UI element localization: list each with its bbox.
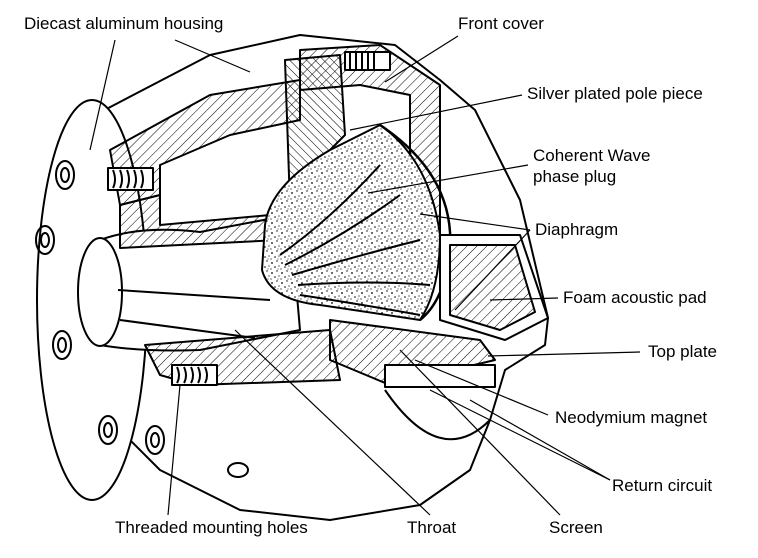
mounting-hole-1 — [55, 160, 75, 190]
mounting-hole-3 — [52, 330, 72, 360]
mounting-hole-2 — [35, 225, 55, 255]
label-front-cover: Front cover — [458, 14, 544, 33]
label-return-circuit: Return circuit — [612, 476, 713, 495]
label-diecast-housing: Diecast aluminum housing — [24, 14, 224, 33]
label-diaphragm: Diaphragm — [535, 220, 619, 239]
label-foam-pad: Foam acoustic pad — [563, 288, 707, 307]
label-screen: Screen — [549, 518, 603, 537]
neodymium-magnet-section — [384, 364, 496, 388]
label-phase-plug-line1: Coherent Wave — [533, 146, 651, 165]
label-phase-plug-line2: phase plug — [533, 167, 617, 186]
driver-drawing — [35, 34, 549, 521]
rear-mount-hole — [227, 462, 249, 478]
mounting-hole-5 — [145, 425, 165, 455]
label-mounting-holes: Threaded mounting holes — [115, 518, 308, 537]
return-circuit-cylinder — [384, 389, 491, 441]
label-silver-pole-piece: Silver plated pole piece — [527, 84, 703, 103]
mounting-hole-4 — [98, 415, 118, 445]
label-throat: Throat — [407, 518, 457, 537]
leader-lines — [89, 35, 641, 516]
label-top-plate: Top plate — [648, 342, 717, 361]
label-neodymium-magnet: Neodymium magnet — [555, 408, 708, 427]
